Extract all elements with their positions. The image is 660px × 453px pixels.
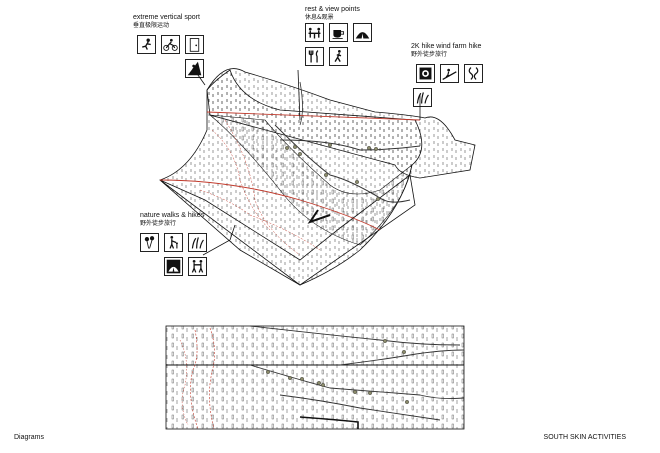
label-en: rest & view points [305, 6, 360, 13]
dining-table-icon [305, 23, 324, 42]
climber-icon [137, 35, 156, 54]
grass-icon [188, 233, 207, 252]
cyclist-icon [161, 35, 180, 54]
footer-right: SOUTH SKIN ACTIVITIES [543, 434, 626, 441]
label-en: extreme vertical sport [133, 14, 200, 21]
label-en: 2K hike wind farm hike [411, 43, 482, 50]
cutlery-icon [305, 47, 324, 66]
label-zh: 野外徒步旅行 [411, 51, 448, 58]
label-2k-hike: 2K hike wind farm hike 野外徒步旅行 [411, 43, 481, 59]
label-extreme-vertical-sport: extreme vertical sport 垂直极限运动 [133, 14, 200, 30]
rock-climb-icon [185, 59, 204, 78]
target-icon [416, 64, 435, 83]
grass-icon [413, 88, 432, 107]
balloons-icon [140, 233, 159, 252]
label-zh: 垂直极限运动 [133, 22, 170, 29]
leader-lines [192, 67, 421, 256]
hiker-slope-icon [440, 64, 459, 83]
footer-left: Diagrams [14, 434, 44, 441]
tent-icon [164, 257, 183, 276]
label-rest-view-points: rest & view points 休息&观景 [305, 6, 360, 22]
family-walk-icon [164, 233, 183, 252]
rope-icon [464, 64, 483, 83]
coffee-cup-icon [329, 23, 348, 42]
couple-icon [188, 257, 207, 276]
plan-strip [165, 325, 465, 430]
terrain-3d [159, 68, 476, 286]
label-en: nature walks & hikes [140, 212, 205, 219]
walker-icon [329, 47, 348, 66]
door-icon [185, 35, 204, 54]
label-nature-walks: nature walks & hikes 野外徒步旅行 [140, 212, 204, 228]
tent-icon [353, 23, 372, 42]
label-zh: 野外徒步旅行 [140, 220, 177, 227]
label-zh: 休息&观景 [305, 14, 334, 21]
